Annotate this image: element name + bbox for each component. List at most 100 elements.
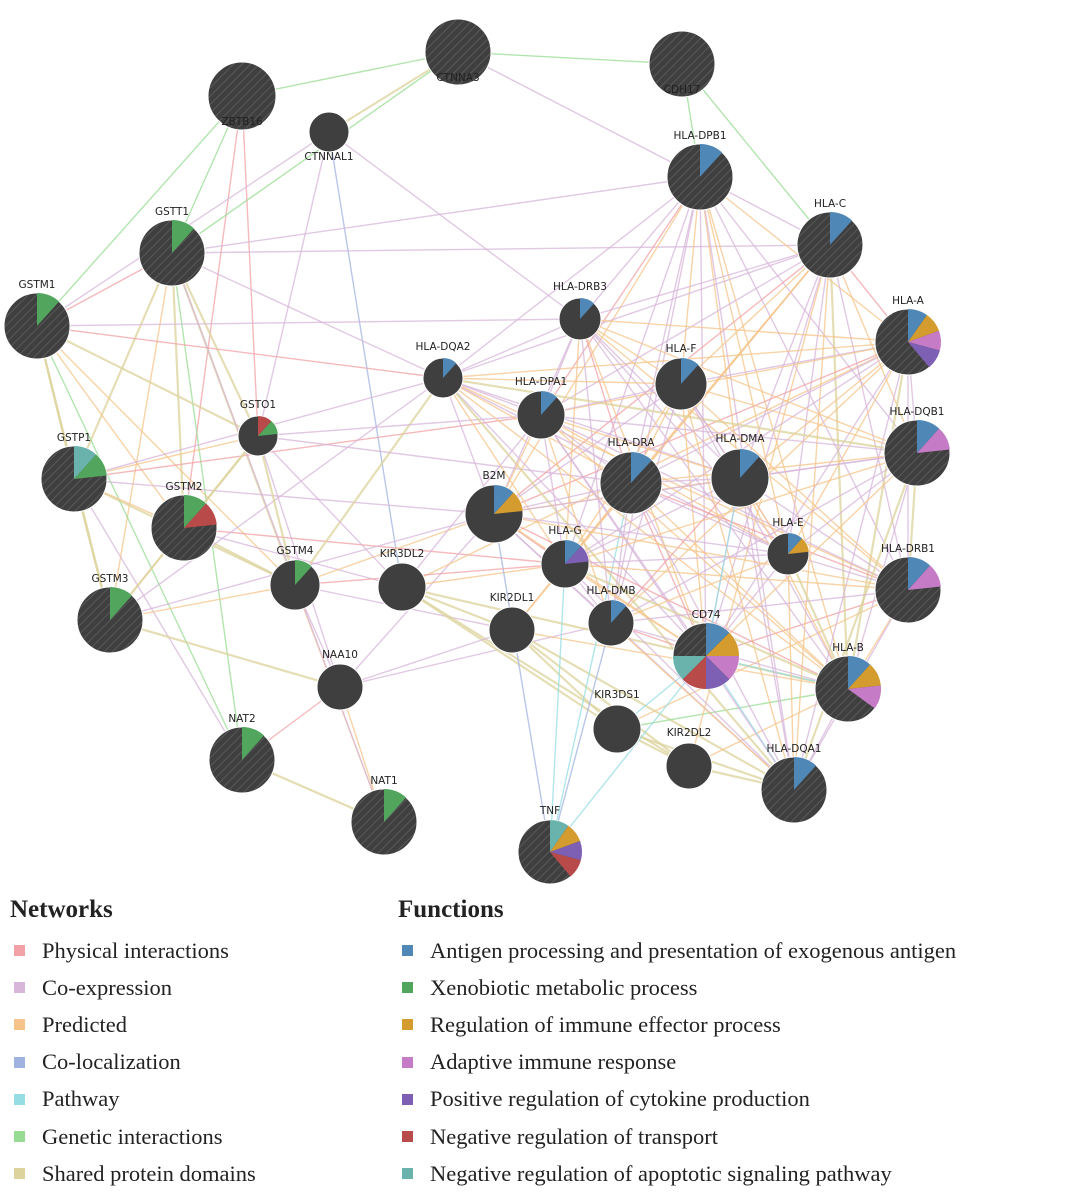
gene-node-hla-c[interactable]: HLA-C: [796, 198, 864, 279]
gene-node-hla-drb3[interactable]: HLA-DRB3: [553, 281, 607, 341]
node-label: NAT2: [228, 713, 255, 725]
network-edge-coexpression: [171, 244, 831, 254]
gene-node-b2m[interactable]: B2M: [464, 470, 524, 544]
gene-node-hla-b[interactable]: HLA-B: [814, 642, 882, 723]
legend-item-xenobiotic[interactable]: Xenobiotic metabolic process: [398, 969, 1070, 1006]
legend-item-colocalization[interactable]: Co-localization: [10, 1044, 360, 1081]
legend-label: Genetic interactions: [42, 1123, 223, 1149]
network-edge-coexpression: [739, 244, 831, 479]
gene-node-hla-drb1[interactable]: HLA-DRB1: [874, 543, 942, 624]
legend-item-coexpression[interactable]: Co-expression: [10, 969, 360, 1006]
legend-item-physical[interactable]: Physical interactions: [10, 932, 360, 969]
network-edge-coexpression: [493, 383, 682, 515]
network-edge-physical: [241, 95, 259, 437]
legend-item-genetic[interactable]: Genetic interactions: [10, 1118, 360, 1155]
gene-node-hla-dqa2[interactable]: HLA-DQA2: [416, 341, 471, 399]
gene-node-gstm4[interactable]: GSTM4: [269, 545, 321, 611]
function-wedge-adaptive: [706, 656, 739, 680]
legend-item-shared[interactable]: Shared protein domains: [10, 1155, 360, 1192]
gene-node-gstp1[interactable]: GSTP1: [40, 432, 108, 513]
legend-item-pathway[interactable]: Pathway: [10, 1081, 360, 1118]
network-edge-predicted: [680, 176, 701, 385]
function-wedge-positive_cytokine: [565, 546, 589, 564]
gene-node-hla-dpb1[interactable]: HLA-DPB1: [666, 130, 734, 211]
function-wedge-xenobiotic: [172, 220, 195, 253]
legend-item-positive-cytokine[interactable]: Positive regulation of cytokine producti…: [398, 1081, 1070, 1118]
network-edge-shared: [171, 252, 259, 437]
legend-item-apoptotic[interactable]: Negative regulation of apoptotic signali…: [398, 1155, 1070, 1192]
node-label: GSTM1: [19, 279, 56, 291]
node-circle: [648, 30, 716, 98]
legend-item-negative-transport[interactable]: Negative regulation of transport: [398, 1118, 1070, 1155]
network-edge-predicted: [705, 452, 918, 657]
gene-node-hla-g[interactable]: HLA-G: [540, 525, 590, 589]
network-edge-pathway: [549, 563, 566, 853]
legend-item-regulation-immune[interactable]: Regulation of immune effector process: [398, 1006, 1070, 1043]
gene-node-hla-dqb1[interactable]: HLA-DQB1: [883, 406, 951, 487]
network-edge-coexpression: [739, 477, 909, 591]
gene-node-kir3dl2[interactable]: KIR3DL2: [377, 548, 427, 612]
network-edge-genetic: [36, 95, 243, 327]
node-circle: [316, 663, 364, 711]
node-label: CD74: [692, 609, 721, 621]
network-edge-shared: [72, 252, 174, 480]
gene-node-kir3ds1[interactable]: KIR3DS1: [592, 689, 642, 754]
network-edge-coexpression: [630, 176, 701, 484]
network-edge-coexpression: [442, 244, 831, 379]
network-edge-shared: [442, 377, 795, 791]
node-label: HLA-DQA2: [416, 341, 471, 353]
gene-node-hla-a[interactable]: HLA-A: [874, 295, 942, 376]
pathway-swatch: [14, 1093, 25, 1105]
function-wedge-antigen: [611, 600, 627, 623]
network-edge-coexpression: [171, 176, 701, 254]
gene-node-kir2dl2[interactable]: KIR2DL2: [665, 727, 713, 790]
gene-node-hla-dqa1[interactable]: HLA-DQA1: [760, 743, 828, 824]
gene-node-hla-dmb[interactable]: HLA-DMB: [586, 585, 636, 647]
gene-node-ctnna3[interactable]: CTNNA3: [424, 18, 492, 86]
network-edge-pathway: [549, 482, 632, 853]
gene-node-hla-e[interactable]: HLA-E: [766, 517, 810, 576]
gene-node-ctnnal1[interactable]: CTNNAL1: [304, 111, 354, 163]
node-label: KIR3DS1: [594, 689, 639, 701]
legend-item-predicted[interactable]: Predicted: [10, 1006, 360, 1043]
function-wedge-antigen: [681, 358, 699, 384]
gene-node-gsto1[interactable]: GSTO1: [237, 399, 279, 457]
function-wedge-antigen: [541, 391, 558, 415]
gene-node-gstt1[interactable]: GSTT1: [138, 206, 206, 287]
gene-node-hla-dra[interactable]: HLA-DRA: [599, 437, 663, 515]
gene-node-hla-dpa1[interactable]: HLA-DPA1: [515, 376, 567, 440]
network-edge-coexpression: [610, 589, 909, 624]
network-edge-predicted: [401, 563, 566, 588]
network-edge-coexpression: [493, 452, 918, 515]
gene-node-hla-f[interactable]: HLA-F: [654, 343, 708, 411]
gene-node-tnf[interactable]: TNF: [517, 805, 583, 885]
network-edge-coexpression: [705, 244, 831, 657]
gene-node-hla-dma[interactable]: HLA-DMA: [710, 433, 770, 508]
network-edge-pathway: [549, 655, 707, 853]
function-wedge-regulation_immune: [706, 632, 739, 656]
gene-node-gstm1[interactable]: GSTM1: [3, 279, 71, 360]
gene-node-cdh17[interactable]: CDH17: [648, 30, 716, 98]
function-wedge-xenobiotic: [242, 727, 265, 760]
functions-legend: Functions Antigen processing and present…: [398, 896, 1070, 1192]
gene-node-zbtb16[interactable]: ZBTB16: [207, 61, 277, 131]
gene-node-gstm2[interactable]: GSTM2: [150, 481, 218, 562]
gene-node-nat2[interactable]: NAT2: [208, 713, 276, 794]
legend-item-adaptive[interactable]: Adaptive immune response: [398, 1044, 1070, 1081]
gene-node-kir2dl1[interactable]: KIR2DL1: [488, 592, 536, 654]
gene-node-nat1[interactable]: NAT1: [350, 775, 418, 856]
network-edge-coexpression: [171, 252, 385, 823]
legend-item-antigen[interactable]: Antigen processing and presentation of e…: [398, 932, 1070, 969]
function-wedge-negative_transport: [682, 656, 706, 689]
node-label: HLA-B: [832, 642, 864, 654]
legend-label: Predicted: [42, 1011, 127, 1037]
network-edge-shared: [36, 325, 259, 437]
gene-node-gstm3[interactable]: GSTM3: [76, 573, 144, 654]
node-label: HLA-C: [814, 198, 846, 210]
gene-node-cd74[interactable]: CD74: [672, 609, 740, 690]
node-label: KIR3DL2: [380, 548, 425, 560]
gene-node-naa10[interactable]: NAA10: [316, 649, 364, 711]
network-edge-predicted: [699, 176, 741, 479]
node-circle: [207, 61, 277, 131]
network-edge-coexpression: [680, 383, 849, 690]
